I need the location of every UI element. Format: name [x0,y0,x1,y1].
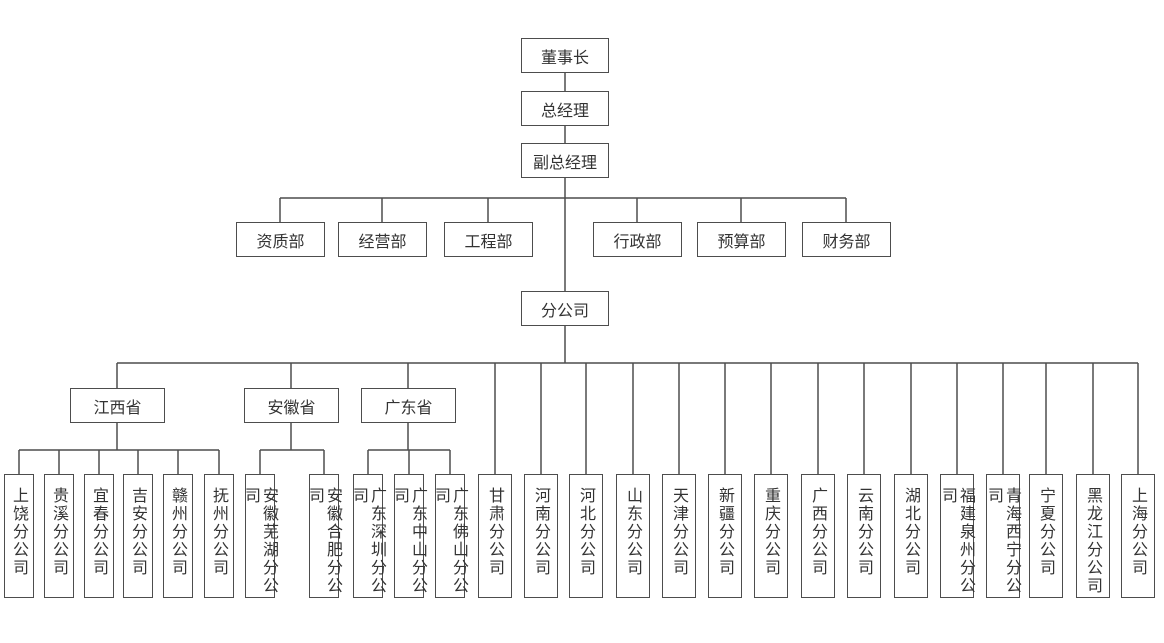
leaf-label: 贵溪分公司 [50,487,69,577]
node-leaf: 天津分公司 [662,474,696,598]
node-leaf: 广东深圳分公司 [350,474,387,598]
node-dept-engineering: 工程部 [444,222,533,257]
leaf-label: 安徽合肥分公司 [306,487,343,595]
node-leaf: 贵溪分公司 [44,474,74,598]
node-province-guangdong: 广东省 [361,388,456,423]
leaf-label: 广东佛山分公司 [432,487,469,595]
leaf-label: 广东深圳分公司 [350,487,387,595]
leaf-label: 安徽芜湖分公司 [242,487,279,595]
leaf-label: 宁夏分公司 [1037,487,1056,577]
node-province-anhui: 安徽省 [244,388,339,423]
node-leaf: 宜春分公司 [84,474,114,598]
node-dept-budget: 预算部 [697,222,786,257]
node-deputy-general-manager: 副总经理 [521,143,609,178]
leaf-label: 云南分公司 [855,487,874,577]
leaf-label: 山东分公司 [624,487,643,577]
node-leaf: 安徽合肥分公司 [306,474,343,598]
node-dept-administration: 行政部 [593,222,682,257]
node-dept-qualification: 资质部 [236,222,325,257]
node-leaf: 广西分公司 [801,474,835,598]
leaf-label: 黑龙江分公司 [1084,487,1103,595]
node-province-jiangxi: 江西省 [70,388,165,423]
leaf-label: 广东中山分公司 [391,487,428,595]
node-leaf: 吉安分公司 [123,474,153,598]
node-leaf: 上饶分公司 [4,474,34,598]
leaf-label: 吉安分公司 [129,487,148,577]
node-chairman: 董事长 [521,38,609,73]
node-leaf: 河南分公司 [524,474,558,598]
leaf-label: 新疆分公司 [716,487,735,577]
node-leaf: 河北分公司 [569,474,603,598]
node-leaf: 青海西宁分公司 [985,474,1022,598]
node-leaf: 甘肃分公司 [478,474,512,598]
node-dept-operations: 经营部 [338,222,427,257]
node-leaf: 新疆分公司 [708,474,742,598]
node-leaf: 广东佛山分公司 [432,474,469,598]
node-leaf: 赣州分公司 [163,474,193,598]
node-leaf: 福建泉州分公司 [939,474,976,598]
node-leaf: 抚州分公司 [204,474,234,598]
leaf-label: 赣州分公司 [169,487,188,577]
node-branch-root: 分公司 [521,291,609,326]
leaf-label: 青海西宁分公司 [985,487,1022,595]
leaf-label: 抚州分公司 [210,487,229,577]
node-dept-finance: 财务部 [802,222,891,257]
leaf-label: 天津分公司 [670,487,689,577]
node-leaf: 云南分公司 [847,474,881,598]
node-general-manager: 总经理 [521,91,609,126]
leaf-label: 福建泉州分公司 [939,487,976,595]
node-leaf: 广东中山分公司 [391,474,428,598]
leaf-label: 湖北分公司 [902,487,921,577]
node-leaf: 安徽芜湖分公司 [242,474,279,598]
leaf-label: 甘肃分公司 [486,487,505,577]
leaf-label: 河南分公司 [532,487,551,577]
leaf-label: 宜春分公司 [90,487,109,577]
leaf-label: 重庆分公司 [762,487,781,577]
leaf-label: 上饶分公司 [10,487,29,577]
node-leaf: 黑龙江分公司 [1076,474,1110,598]
node-leaf: 上海分公司 [1121,474,1155,598]
node-leaf: 山东分公司 [616,474,650,598]
node-leaf: 湖北分公司 [894,474,928,598]
node-leaf: 宁夏分公司 [1029,474,1063,598]
leaf-label: 河北分公司 [577,487,596,577]
leaf-label: 广西分公司 [809,487,828,577]
node-leaf: 重庆分公司 [754,474,788,598]
leaf-label: 上海分公司 [1129,487,1148,577]
